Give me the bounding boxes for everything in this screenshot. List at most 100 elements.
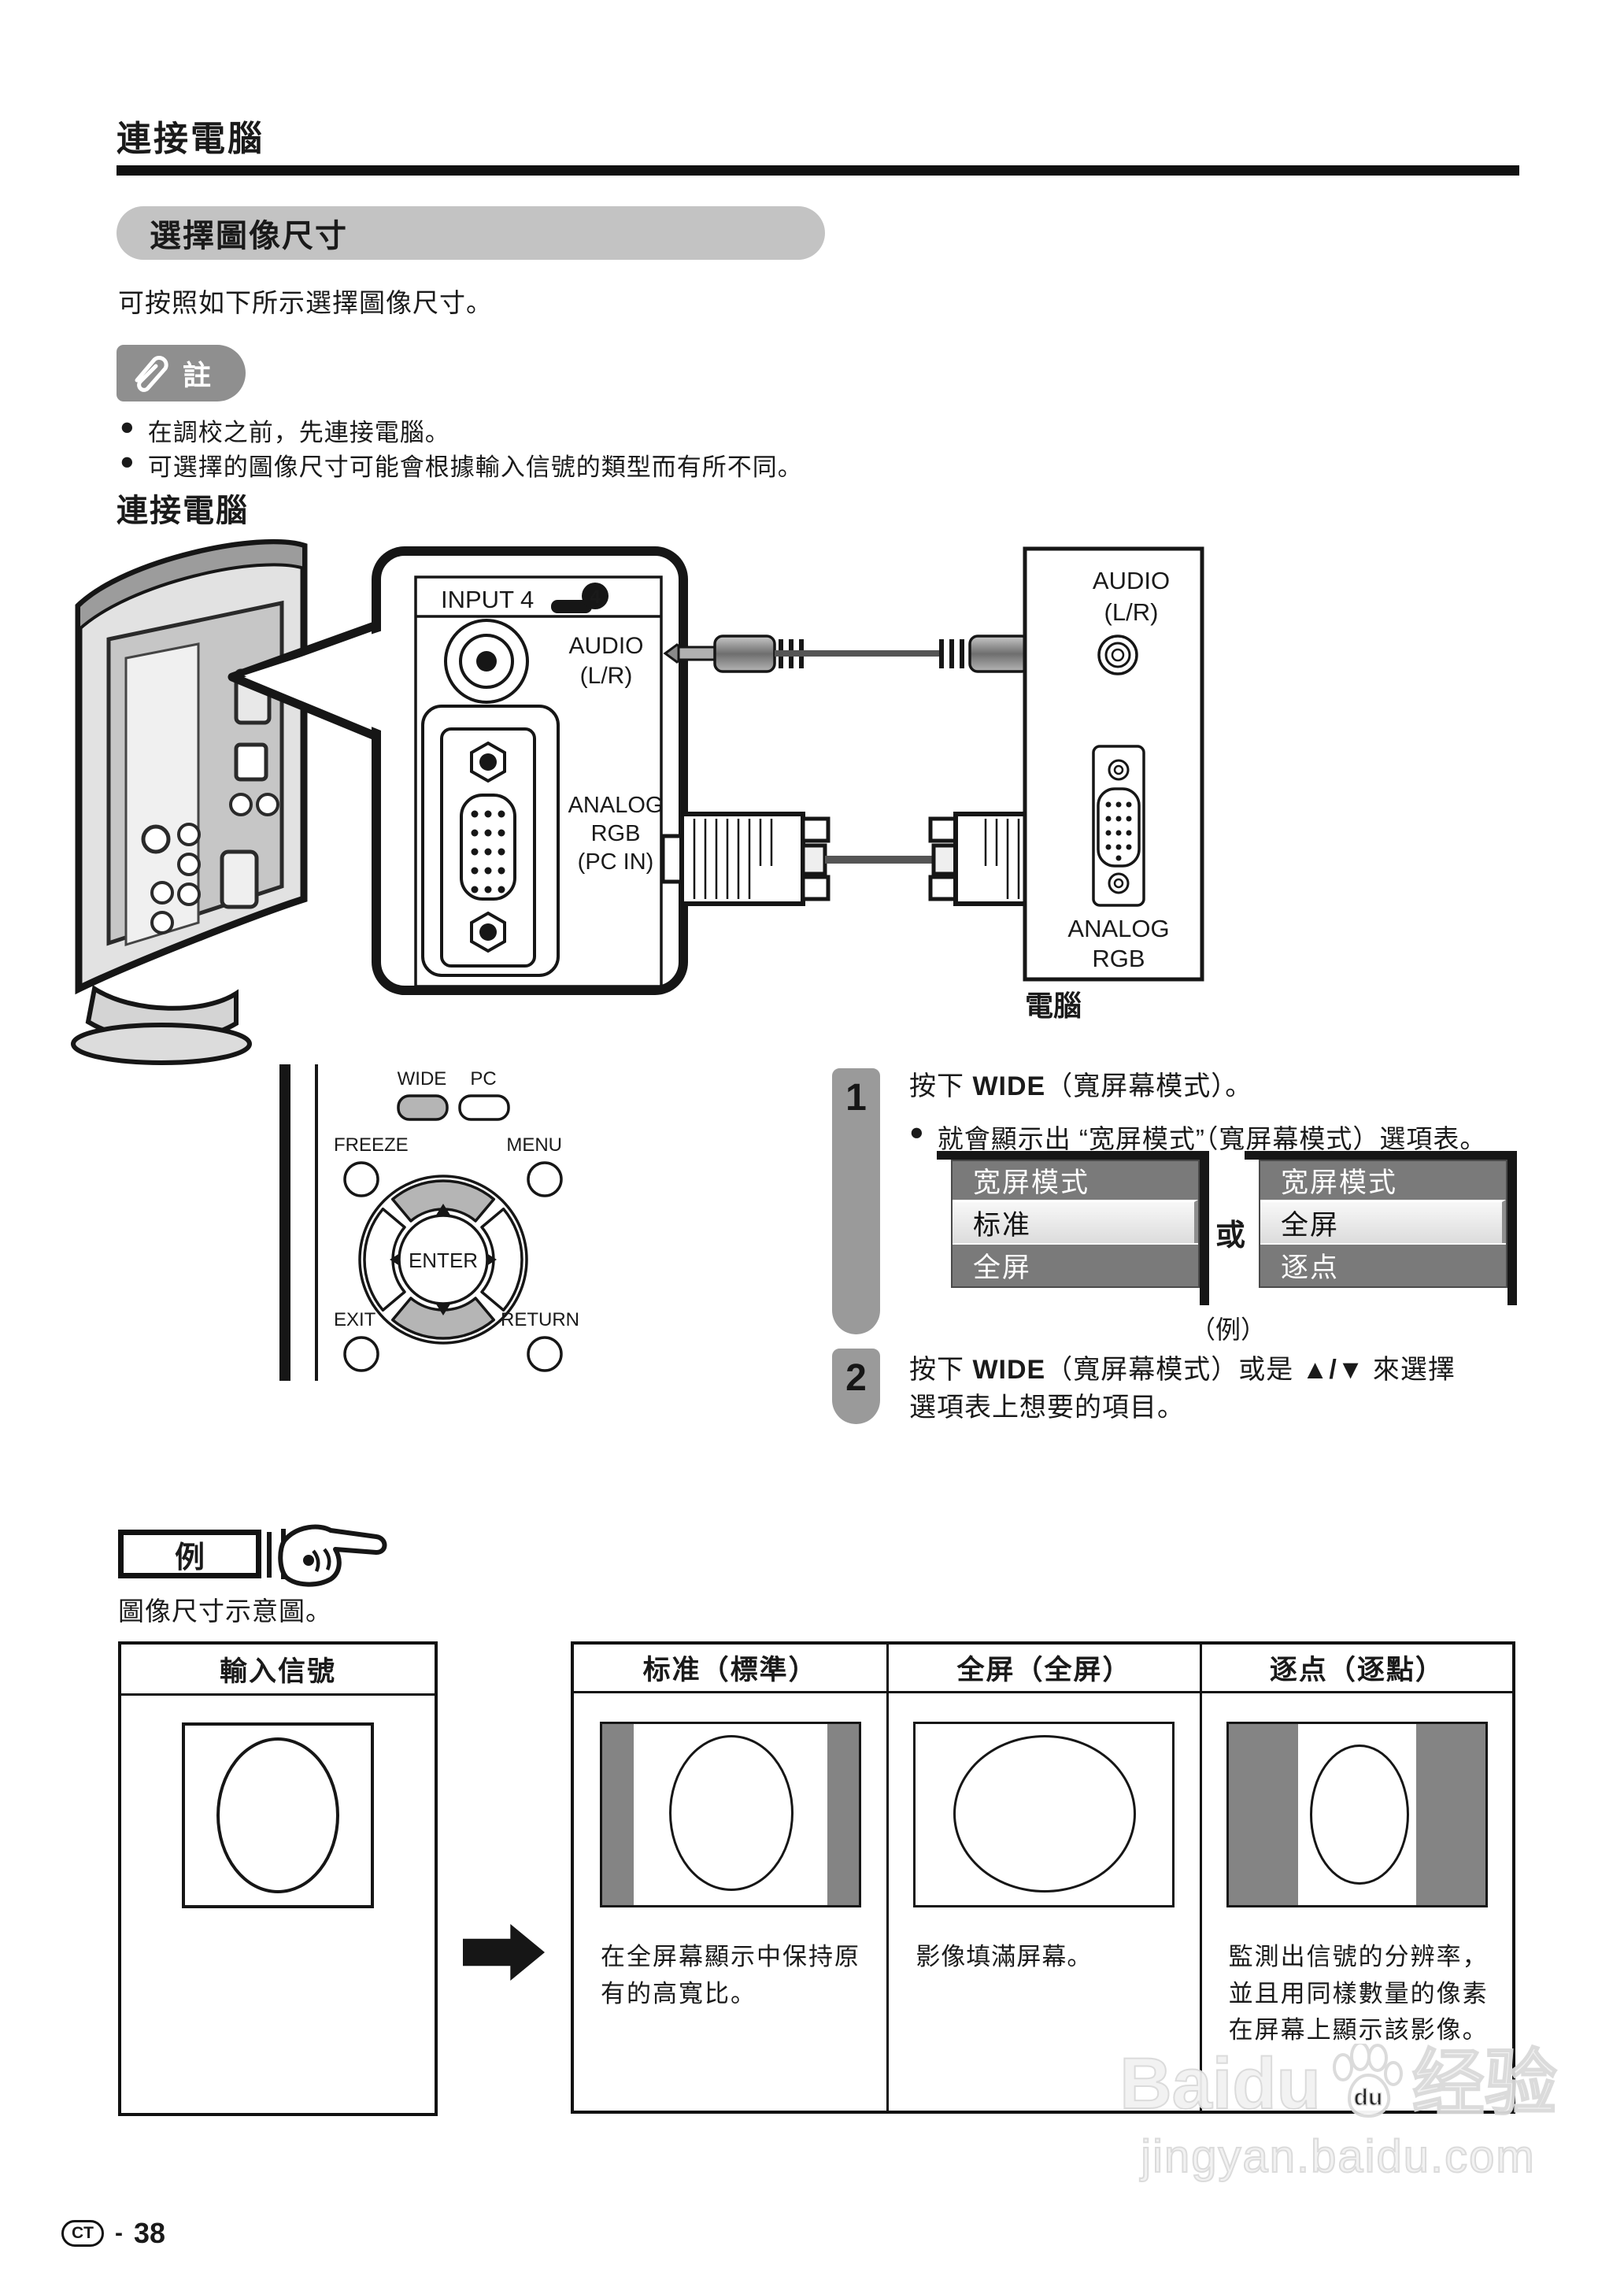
table-cell-fullscreen: 影像填滿屏幕。 bbox=[886, 1693, 1199, 2113]
freeze-button bbox=[343, 1161, 379, 1197]
vga-connector-icon bbox=[460, 794, 516, 901]
circle-graphic bbox=[953, 1735, 1137, 1893]
tv-audio-label: AUDIO bbox=[568, 633, 643, 659]
note-item-text: 可選擇的圖像尺寸可能會根據輸入信號的類型而有所不同。 bbox=[147, 453, 803, 481]
size-mode-table: 标准（標準） 全屏（全屏） 逐点（逐點） 在全屏幕顯示中保持原有的高寬比。 影像… bbox=[571, 1641, 1515, 2114]
step-1-note: ● 就會顯示出 “宽屏模式”（寬屏幕模式）選項表。 bbox=[909, 1118, 1486, 1156]
menu-button-label: MENU bbox=[506, 1134, 562, 1156]
enter-button bbox=[398, 1214, 489, 1305]
section-banner: 選擇圖像尺寸 bbox=[117, 206, 825, 260]
wide-button bbox=[397, 1094, 449, 1121]
tv-audio-lr-label: (L/R) bbox=[580, 663, 633, 689]
dpad-right-button bbox=[480, 1207, 523, 1312]
step-2-number: 2 bbox=[845, 1357, 867, 1399]
step-1-badge: 1 bbox=[832, 1068, 880, 1334]
step-2-badge: 2 bbox=[832, 1349, 880, 1424]
exit-button-label: EXIT bbox=[334, 1309, 376, 1330]
rca-audio-jack-icon bbox=[444, 619, 529, 704]
remote-shape-icon bbox=[551, 600, 592, 613]
mini-jack-icon bbox=[1097, 635, 1138, 675]
up-arrow-icon bbox=[435, 1204, 451, 1216]
enter-button-label: ENTER bbox=[409, 1249, 478, 1272]
bullet-icon: ● bbox=[909, 1118, 925, 1145]
wide-mode-menu-left: 宽屏模式 标准 全屏 bbox=[951, 1160, 1200, 1288]
column-header: 全屏（全屏） bbox=[886, 1645, 1200, 1693]
dpad-left-button bbox=[363, 1207, 406, 1312]
paperclip-icon bbox=[135, 356, 168, 392]
tv-pcin-label: (PC IN) bbox=[578, 849, 654, 875]
tv-hdmi-port bbox=[234, 742, 268, 782]
note-item: ● 可選擇的圖像尺寸可能會根據輸入信號的類型而有所不同。 bbox=[120, 447, 803, 483]
page-title: 連接電腦 bbox=[117, 120, 265, 158]
return-button-label: RETURN bbox=[501, 1309, 579, 1330]
input4-number-badge bbox=[582, 583, 609, 609]
menu-option: 逐点 bbox=[1260, 1243, 1506, 1286]
mode-description: 監測出信號的分辨率，並且用同樣數量的像素在屏幕上顯示該影像。 bbox=[1228, 1943, 1489, 2044]
note-badge-label: 註 bbox=[183, 359, 212, 391]
osd-screen-edge bbox=[937, 1151, 1209, 1160]
menu-option: 全屏 bbox=[953, 1243, 1198, 1286]
side-bar bbox=[827, 1724, 859, 1905]
size-diagram-caption: 圖像尺寸示意圖。 bbox=[118, 1597, 332, 1626]
pc-audio-lr-label: (L/R) bbox=[1104, 598, 1159, 626]
bullet-icon: ● bbox=[120, 447, 135, 475]
example-note: （例） bbox=[1189, 1315, 1266, 1344]
pc-analog-label: ANALOG bbox=[1067, 915, 1169, 942]
side-bar bbox=[1415, 1724, 1485, 1905]
example-box-label: 例 bbox=[174, 1541, 205, 1574]
pc-rgb-label: RGB bbox=[1092, 945, 1145, 972]
note-badge: 註 bbox=[117, 345, 246, 401]
circle-graphic bbox=[1309, 1745, 1409, 1885]
side-bar bbox=[1228, 1724, 1298, 1905]
osd-screen-edge bbox=[1200, 1151, 1209, 1305]
osd-screen-edge bbox=[1507, 1151, 1517, 1305]
menu-title: 宽屏模式 bbox=[953, 1161, 1198, 1200]
dotbydot-mode-image bbox=[1226, 1722, 1488, 1907]
fullscreen-mode-image bbox=[913, 1722, 1175, 1907]
table-cell-dotbydot: 監測出信號的分辨率，並且用同樣數量的像素在屏幕上顯示該影像。 bbox=[1199, 1693, 1512, 2113]
input-signal-box: 輸入信號 bbox=[118, 1641, 438, 2116]
audio-cable bbox=[663, 635, 1092, 673]
menu-option-selected: 全屏 bbox=[1260, 1200, 1506, 1243]
mode-description: 在全屏幕顯示中保持原有的高寬比。 bbox=[601, 1943, 860, 2007]
step-2-instruction-line1: 按下 WIDE（寬屏幕模式）或是 ▲/▼ 來選擇 bbox=[909, 1355, 1456, 1385]
side-bar bbox=[601, 1724, 634, 1905]
menu-title: 宽屏模式 bbox=[1260, 1161, 1506, 1200]
input4-label: INPUT 4 bbox=[441, 586, 534, 613]
step-1-instruction: 按下 WIDE（寬屏幕模式）。 bbox=[909, 1071, 1253, 1101]
input-signal-title: 輸入信號 bbox=[121, 1645, 435, 1696]
pointing-hand-icon bbox=[267, 1524, 387, 1587]
table-cell-standard: 在全屏幕顯示中保持原有的高寬比。 bbox=[574, 1693, 886, 2113]
intro-text: 可按照如下所示選擇圖像尺寸。 bbox=[118, 288, 493, 317]
dpad-down-button bbox=[390, 1297, 496, 1340]
down-arrow-icon bbox=[435, 1303, 451, 1315]
circle-graphic bbox=[668, 1735, 794, 1891]
footer-separator: - bbox=[115, 2220, 123, 2246]
section-banner-label: 選擇圖像尺寸 bbox=[150, 219, 348, 253]
page-number: 38 bbox=[134, 2217, 166, 2249]
exit-button bbox=[343, 1336, 379, 1372]
or-label: 或 bbox=[1215, 1219, 1246, 1252]
return-button bbox=[527, 1336, 563, 1372]
step-1-number: 1 bbox=[845, 1077, 867, 1119]
tv-back-illustration bbox=[71, 538, 308, 1065]
bullet-icon: ● bbox=[120, 413, 135, 440]
remote-control: WIDE PC FREEZE MENU ENTER EXIT RETURN bbox=[279, 1064, 579, 1381]
menu-button bbox=[527, 1161, 563, 1197]
note-item-text: 在調校之前，先連接電腦。 bbox=[147, 419, 450, 446]
hex-screw-icon bbox=[470, 741, 506, 783]
circle-graphic bbox=[216, 1737, 339, 1893]
wide-mode-menu-right: 宽屏模式 全屏 逐点 bbox=[1259, 1160, 1507, 1288]
page-footer: CT - 38 bbox=[61, 2217, 165, 2250]
footer-ct-badge: CT bbox=[61, 2220, 104, 2247]
pc-button-label: PC bbox=[470, 1068, 496, 1090]
note-item: ● 在調校之前，先連接電腦。 bbox=[120, 413, 450, 448]
osd-screen-edge bbox=[1245, 1151, 1517, 1160]
column-header: 标准（標準） bbox=[574, 1645, 887, 1693]
mode-description: 影像填滿屏幕。 bbox=[916, 1943, 1093, 1970]
computer-panel: AUDIO (L/R) bbox=[1023, 546, 1204, 1022]
wide-button-label: WIDE bbox=[398, 1068, 447, 1090]
computer-caption: 電腦 bbox=[1025, 990, 1082, 1022]
